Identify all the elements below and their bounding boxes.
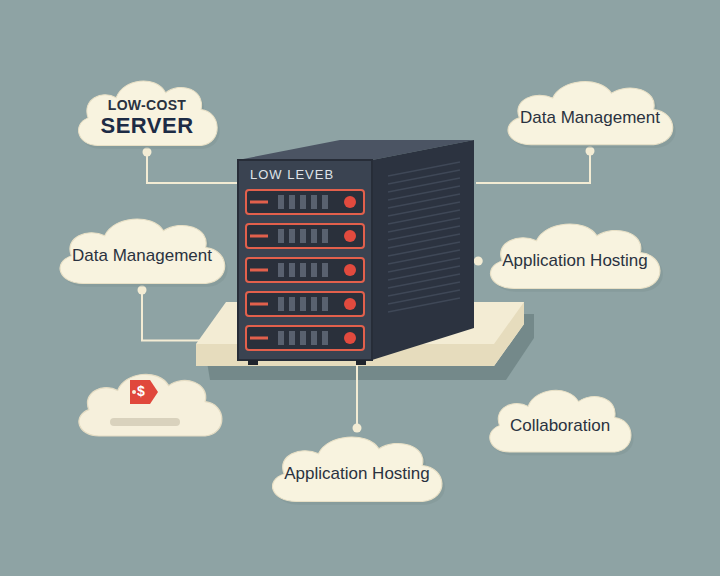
faded-text-blur (110, 418, 180, 426)
connector-line (147, 152, 238, 183)
node-text-group: Collaboration (510, 416, 610, 436)
cloud-node: Collaboration (476, 376, 644, 464)
connector-group (138, 286, 239, 341)
connector-group (143, 148, 239, 184)
connector-group (353, 361, 362, 433)
server-label: LOW LEVEB (250, 168, 334, 183)
node-text-group: Application Hosting (284, 464, 430, 484)
cloud-node: Application Hosting (256, 422, 458, 514)
cloud-text: Application Hosting (284, 464, 430, 484)
cloud-node: Data Management (492, 67, 688, 157)
price-tag-hole (132, 390, 136, 394)
node-text-group: LOW LEVEB (250, 168, 334, 183)
cloud-node: LOW-COSTSERVER (65, 66, 230, 158)
node-text-group: Data Management (72, 246, 212, 266)
connector-group (476, 147, 595, 184)
connector-line (476, 151, 590, 183)
cloud-text: Data Management (520, 108, 660, 128)
connector-dot (138, 286, 147, 295)
connector-line (142, 290, 238, 341)
server-tower: LOW LEVEB (238, 138, 478, 363)
cloud-node: Data Management (44, 204, 240, 296)
connector-group (474, 257, 483, 266)
cloud-text: Collaboration (510, 416, 610, 436)
node-text-group: Application Hosting (502, 251, 648, 271)
connector-line (356, 361, 358, 428)
connector-dot (474, 257, 483, 266)
connector-dot (143, 148, 152, 157)
price-symbol: $ (137, 383, 145, 399)
cloud-text: Data Management (72, 246, 212, 266)
node-text-group: LOW-COSTSERVER (100, 97, 193, 138)
cloud-text: LOW-COST (108, 97, 186, 113)
cloud-node: Application Hosting (474, 209, 676, 301)
node-text-group: Data Management (520, 108, 660, 128)
connector-dot (353, 424, 362, 433)
tag-cloud (79, 374, 222, 436)
cloud-text: SERVER (100, 113, 193, 138)
cloud-text: Application Hosting (502, 251, 648, 271)
price-tag (130, 380, 158, 404)
